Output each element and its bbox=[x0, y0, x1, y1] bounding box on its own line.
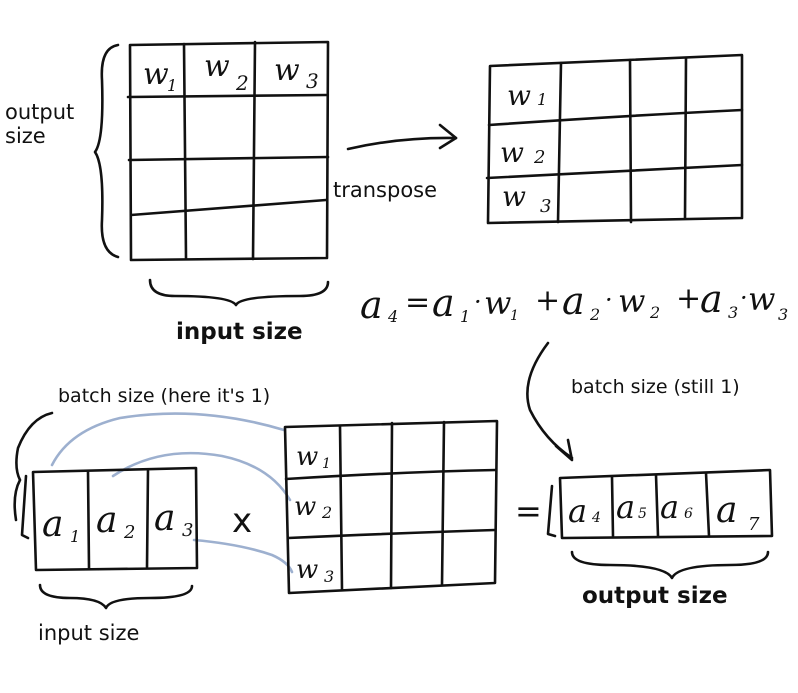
bottom-output-vector: a 4 a 5 a 6 a 7 bbox=[546, 468, 774, 580]
svg-text:1: 1 bbox=[510, 308, 519, 324]
times-operator: x bbox=[232, 501, 252, 541]
svg-text:w: w bbox=[484, 284, 511, 322]
output-cell: a bbox=[716, 490, 737, 531]
top-left-header-cell: w bbox=[274, 53, 300, 88]
svg-text:a: a bbox=[360, 283, 383, 327]
output-size-label-bottom: output size bbox=[582, 583, 728, 609]
input-cell: a bbox=[154, 498, 175, 539]
svg-text:3: 3 bbox=[324, 567, 334, 586]
bottom-weight-cell: w bbox=[294, 492, 316, 522]
output-cell: a bbox=[568, 492, 587, 530]
svg-text:3: 3 bbox=[182, 520, 193, 541]
svg-text:1: 1 bbox=[322, 456, 331, 472]
svg-text:3: 3 bbox=[778, 305, 788, 324]
svg-text:1: 1 bbox=[70, 527, 80, 546]
equation: a 4 = a 1 · w 1 + a 2 · w 2 + a 3 · w 3 bbox=[360, 277, 788, 327]
svg-text:1: 1 bbox=[167, 76, 177, 95]
input-size-label-bottom: input size bbox=[38, 621, 140, 645]
svg-text:7: 7 bbox=[748, 514, 760, 535]
transpose-arrow bbox=[346, 123, 458, 151]
svg-text:a: a bbox=[562, 279, 585, 323]
svg-text:·: · bbox=[740, 284, 748, 312]
output-cell: a bbox=[616, 488, 635, 526]
top-right-row-cell: w bbox=[502, 180, 526, 213]
output-size-label-top: output size bbox=[5, 100, 75, 149]
batch-size-brace-left bbox=[13, 411, 54, 522]
svg-text:2: 2 bbox=[589, 305, 600, 324]
input-size-label-top: input size bbox=[176, 319, 303, 345]
svg-text:4: 4 bbox=[387, 307, 398, 326]
equals-operator: = bbox=[515, 492, 542, 530]
batch-size-label-left: batch size (here it's 1) bbox=[58, 385, 271, 407]
input-size-brace-top bbox=[148, 278, 330, 307]
bottom-weight-cell: w bbox=[296, 555, 318, 585]
bottom-input-vector: a 1 a 2 a 3 bbox=[20, 466, 199, 610]
svg-text:6: 6 bbox=[684, 506, 693, 522]
svg-text:w: w bbox=[748, 280, 775, 318]
equation-arrow bbox=[526, 341, 574, 462]
svg-text:·: · bbox=[474, 288, 482, 316]
transpose-label: transpose bbox=[333, 178, 438, 202]
svg-text:+: + bbox=[535, 283, 560, 318]
svg-text:a: a bbox=[700, 277, 723, 321]
svg-text:1: 1 bbox=[537, 90, 547, 109]
input-size-brace-bottom bbox=[38, 583, 194, 610]
svg-text:w: w bbox=[618, 282, 645, 320]
output-size-brace-bottom bbox=[570, 550, 770, 580]
top-left-header-cell: w bbox=[143, 57, 169, 92]
top-right-transposed-matrix: w 1 w 2 w 3 bbox=[485, 53, 744, 225]
batch-size-label-right: batch size (still 1) bbox=[571, 376, 740, 398]
svg-text:4: 4 bbox=[591, 510, 601, 526]
svg-text:3: 3 bbox=[306, 69, 319, 93]
output-cell: a bbox=[660, 488, 679, 526]
svg-text:2: 2 bbox=[649, 303, 660, 322]
svg-text:5: 5 bbox=[638, 506, 647, 522]
output-size-brace-top bbox=[93, 43, 120, 259]
svg-text:·: · bbox=[605, 286, 613, 314]
svg-text:1: 1 bbox=[460, 307, 470, 326]
svg-text:+: + bbox=[676, 281, 701, 316]
bottom-weight-matrix: w 1 w 2 w 3 bbox=[283, 419, 499, 595]
svg-text:3: 3 bbox=[540, 196, 551, 217]
top-right-row-cell: w bbox=[500, 136, 524, 169]
svg-text:a: a bbox=[432, 281, 455, 325]
top-left-header-cell: w bbox=[204, 49, 230, 84]
top-right-row-cell: w bbox=[507, 79, 531, 112]
svg-text:2: 2 bbox=[235, 71, 249, 95]
svg-text:2: 2 bbox=[533, 147, 545, 168]
input-cell: a bbox=[42, 504, 63, 545]
svg-text:2: 2 bbox=[321, 503, 332, 522]
svg-text:2: 2 bbox=[123, 522, 135, 543]
bottom-weight-cell: w bbox=[296, 442, 318, 472]
svg-text:3: 3 bbox=[728, 303, 738, 322]
svg-text:=: = bbox=[405, 285, 430, 320]
input-cell: a bbox=[96, 500, 117, 541]
top-left-weight-matrix: w 1 w 2 w 3 bbox=[93, 40, 330, 307]
